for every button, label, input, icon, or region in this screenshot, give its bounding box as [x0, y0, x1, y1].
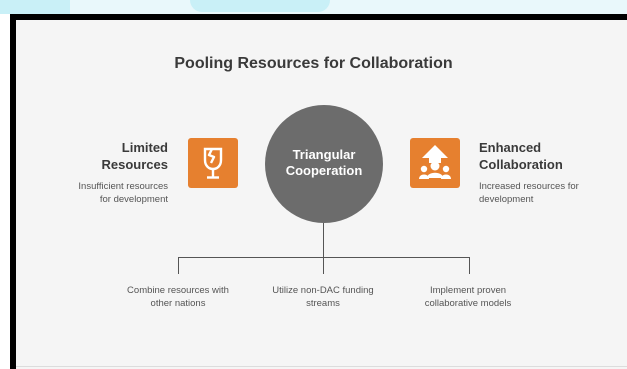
right-description: Increased resources for development — [479, 180, 614, 206]
connector-vertical-main — [323, 223, 324, 258]
left-title-line2: Resources — [101, 157, 168, 172]
left-desc-line2: for development — [99, 194, 168, 205]
center-label-line2: Cooperation — [285, 163, 363, 178]
step-3-line1: Implement proven — [429, 285, 507, 296]
connector-drop-left — [178, 257, 179, 274]
step-utilize-funding: Utilize non-DAC funding streams — [253, 284, 393, 310]
connector-drop-middle — [323, 257, 324, 274]
diagram-title: Pooling Resources for Collaboration — [174, 55, 453, 72]
step-2-line1: Utilize non-DAC funding — [272, 285, 374, 296]
right-title-line2: Collaboration — [479, 157, 563, 172]
left-title: Limited Resources — [70, 139, 168, 173]
center-label: Triangular Cooperation — [265, 147, 383, 179]
step-2-line2: streams — [306, 298, 340, 309]
right-title: Enhanced Collaboration — [479, 139, 609, 173]
center-label-line1: Triangular — [292, 147, 356, 162]
step-combine-resources: Combine resources with other nations — [108, 284, 248, 310]
panel-bottom-edge — [16, 366, 627, 367]
step-implement-models: Implement proven collaborative models — [398, 284, 538, 310]
right-desc-line1: Increased resources for — [479, 181, 579, 192]
top-accent-shape-left — [0, 0, 70, 14]
frame-border-left — [10, 14, 16, 369]
top-accent-shape-middle — [190, 0, 330, 12]
connector-horizontal — [178, 257, 470, 258]
right-title-line1: Enhanced — [479, 140, 542, 155]
left-title-line1: Limited — [121, 140, 168, 155]
step-1-line1: Combine resources with — [127, 285, 229, 296]
left-desc-line1: Insufficient resources — [78, 181, 168, 192]
frame-border-top — [10, 14, 627, 20]
left-description: Insufficient resources for development — [40, 180, 168, 206]
connector-drop-right — [469, 257, 470, 274]
step-3-line2: collaborative models — [424, 298, 512, 309]
team-growth-icon — [410, 138, 460, 188]
step-1-line2: other nations — [150, 298, 206, 309]
center-circle: Triangular Cooperation — [265, 105, 383, 223]
broken-glass-icon — [188, 138, 238, 188]
right-desc-line2: development — [479, 194, 534, 205]
